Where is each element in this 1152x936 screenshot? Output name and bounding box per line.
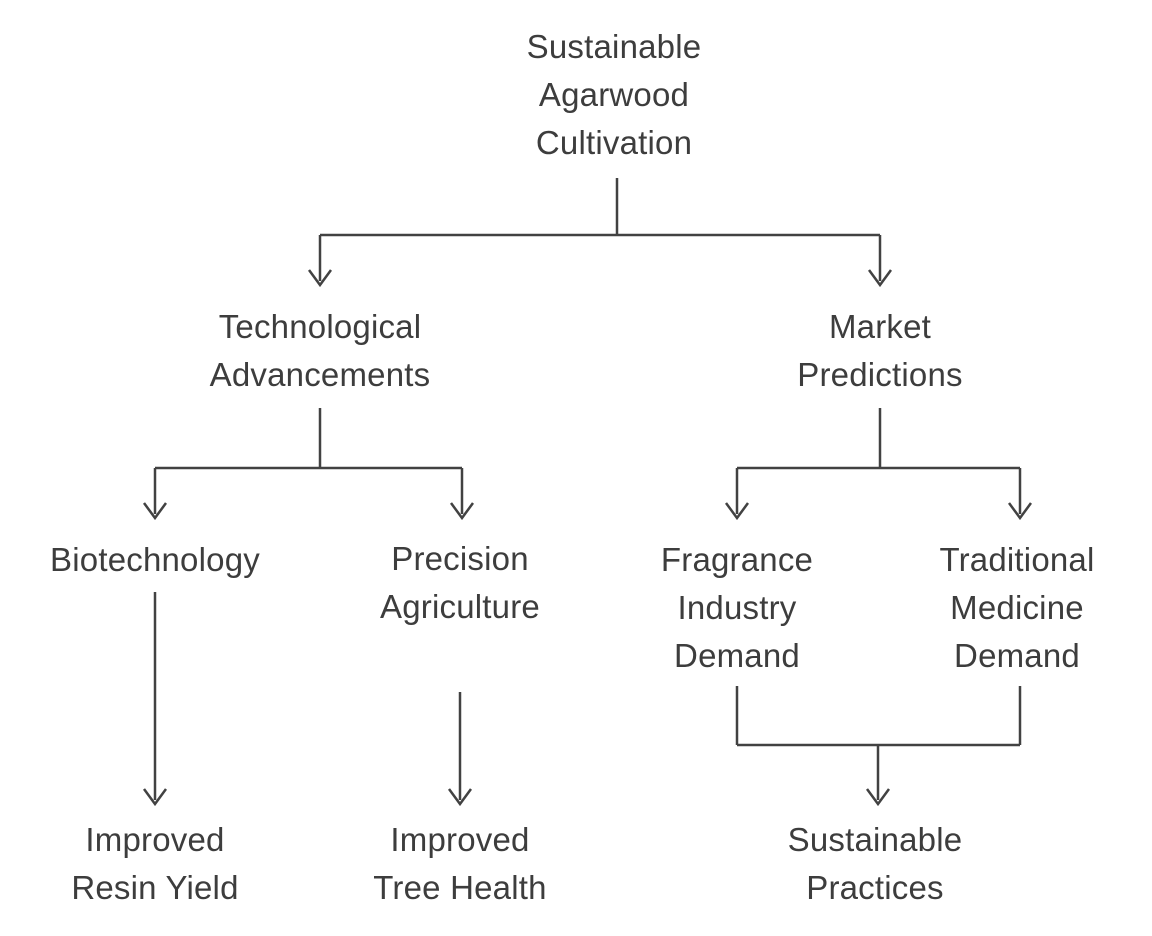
node-technological-advancements: Technological Advancements xyxy=(209,308,431,393)
node-precision-agriculture: Precision Agriculture xyxy=(380,540,540,625)
node-sustainable-practices: Sustainable Practices xyxy=(787,821,963,906)
arrowhead-biotech xyxy=(142,502,168,521)
edge-demand-merge xyxy=(735,686,1022,800)
node-root: Sustainable Agarwood Cultivation xyxy=(526,28,702,161)
node-improved-tree-health: Improved Tree Health xyxy=(373,821,547,906)
edge-market-split xyxy=(735,408,1022,514)
node-biotechnology: Biotechnology xyxy=(50,541,260,578)
arrowhead-resin xyxy=(142,788,168,807)
arrowhead-traditional xyxy=(1007,502,1033,521)
edge-root-split xyxy=(318,178,882,281)
node-fragrance-industry-demand: Fragrance Industry Demand xyxy=(660,541,814,674)
node-traditional-medicine-demand: Traditional Medicine Demand xyxy=(939,541,1095,674)
arrowhead-market xyxy=(867,269,893,288)
arrowhead-fragrance xyxy=(724,502,750,521)
node-market-predictions: Market Predictions xyxy=(797,308,963,393)
arrowhead-sustainable xyxy=(865,788,891,807)
node-improved-resin-yield: Improved Resin Yield xyxy=(71,821,239,906)
edge-tech-split xyxy=(153,408,464,514)
arrowhead-tech xyxy=(307,269,333,288)
arrowhead-precision xyxy=(449,502,475,521)
arrowhead-tree xyxy=(447,788,473,807)
